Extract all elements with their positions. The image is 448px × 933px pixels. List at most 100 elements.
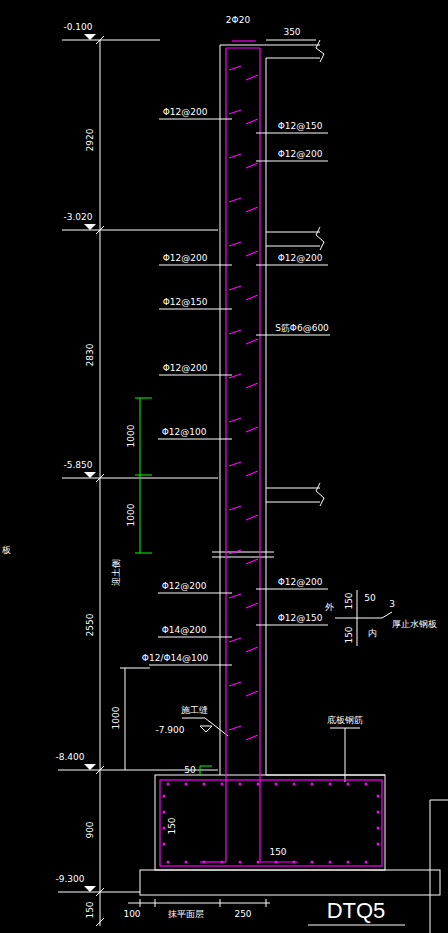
bar-dot [377, 827, 380, 830]
level-mark: -3.020 [63, 213, 92, 222]
dimension: 50 [184, 766, 195, 775]
tie-hook [229, 418, 258, 432]
leader-line [149, 665, 232, 666]
level-mark: -7.900 [155, 726, 184, 735]
leader-line [158, 593, 232, 594]
bar-dot [203, 783, 206, 786]
bar-dot [239, 861, 242, 864]
tie-hook [229, 726, 258, 740]
bar-dot [365, 783, 368, 786]
leader-line [256, 265, 328, 266]
dimension: 50 [364, 594, 375, 603]
bar-dot [163, 843, 166, 846]
bar-dot [167, 783, 170, 786]
tie-hook [229, 462, 258, 476]
rebar-callout: Φ12@150 [278, 122, 323, 131]
bar-dot [293, 783, 296, 786]
rebar [160, 41, 382, 866]
level-mark: -9.300 [55, 875, 84, 884]
bar-dot [185, 783, 188, 786]
leader-line [159, 375, 232, 376]
tie-hook [229, 374, 258, 388]
tie-hook [229, 242, 258, 256]
tie-hook [229, 286, 258, 300]
tie-hook [229, 594, 258, 608]
bar-dot [257, 861, 260, 864]
rebar-callout: Φ12@150 [163, 298, 208, 307]
outline-lines [58, 36, 448, 933]
dimension: 250 [234, 910, 251, 919]
tie-hook [229, 550, 258, 564]
tie-hook [229, 330, 258, 344]
dimension: 100 [123, 910, 140, 919]
bar-dot [347, 861, 350, 864]
leader-line [256, 161, 328, 162]
bar-dot [377, 795, 380, 798]
rebar-callout: Φ12@200 [163, 108, 208, 117]
rebar-callout: Φ12@100 [162, 428, 207, 437]
leader-line [256, 625, 328, 626]
dimension: 1000 [127, 425, 136, 448]
rebar-callout: Φ12/Φ14@100 [142, 654, 208, 663]
dimension: 150 [86, 901, 95, 918]
note: 抹平面层 [168, 910, 204, 919]
dimension: 2550 [86, 614, 95, 637]
rebar-callout: Φ12@200 [163, 364, 208, 373]
leader-line [159, 119, 232, 120]
leader-lines [149, 119, 330, 665]
bar-dot [221, 783, 224, 786]
note: 迎土侧 [112, 559, 121, 586]
bar-dot [221, 861, 224, 864]
dimension: 150 [168, 817, 177, 834]
dimension: 350 [283, 28, 300, 37]
level-mark: -0.100 [63, 23, 92, 32]
bar-dot [311, 861, 314, 864]
rebar-callout: Φ12@200 [278, 578, 323, 587]
bar-dot [163, 811, 166, 814]
note: 外 [325, 603, 334, 612]
bar-dot [329, 861, 332, 864]
bar-dot [275, 783, 278, 786]
dimension: 2830 [86, 344, 95, 367]
leader-line [158, 439, 232, 440]
tie-hook [229, 506, 258, 520]
note: 板 [2, 546, 11, 555]
leader-line [256, 335, 330, 336]
bar-dot [377, 843, 380, 846]
level-mark: -5.850 [63, 461, 92, 470]
rebar-callout: Φ12@200 [278, 150, 323, 159]
bar-dot [257, 783, 260, 786]
bar-dot [293, 861, 296, 864]
bar-dot [365, 861, 368, 864]
dimension: 1000 [127, 504, 136, 527]
note: 内 [368, 629, 377, 638]
note: 底板钢筋 [327, 716, 363, 725]
tie-hook [229, 154, 258, 168]
bar-dot [185, 861, 188, 864]
green-dimension [135, 398, 212, 776]
bar-dot [203, 861, 206, 864]
drawing-title: DTQ5 [327, 900, 386, 922]
level-mark: -8.400 [55, 753, 84, 762]
dimension: 3 [389, 600, 395, 609]
note: 施工缝 [181, 706, 208, 715]
dimension: 150 [345, 626, 354, 643]
dimension: 1000 [112, 707, 121, 730]
rebar-callout: Φ12@150 [278, 614, 323, 623]
rebar-callout: Φ12@200 [163, 254, 208, 263]
dimension: 150 [345, 592, 354, 609]
bar-dot [239, 783, 242, 786]
bar-dot [347, 783, 350, 786]
tie-hook [229, 682, 258, 696]
note: 厚止水钢板 [392, 620, 437, 629]
leader-line [256, 133, 328, 134]
bar-dot [163, 795, 166, 798]
rebar-callout: Φ14@200 [162, 626, 207, 635]
dimension: 2920 [86, 129, 95, 152]
leader-line [158, 637, 232, 638]
rebar-callout: S筋Φ6@600 [275, 324, 329, 333]
bar-dot [329, 783, 332, 786]
bar-dot [377, 811, 380, 814]
bar-dot [167, 861, 170, 864]
